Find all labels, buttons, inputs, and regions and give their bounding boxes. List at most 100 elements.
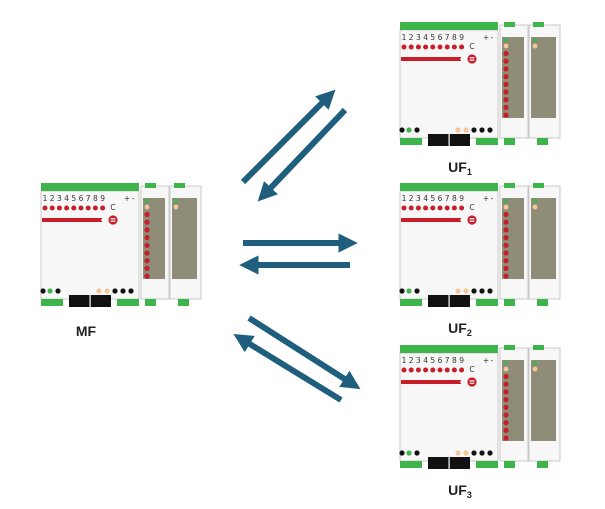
expansion-led-green <box>504 199 508 203</box>
terminal-number: 2 <box>409 33 414 42</box>
bottom-led <box>112 288 118 294</box>
expansion-rail-top <box>533 183 544 188</box>
device-label-uf1: UF1 <box>448 159 472 177</box>
expansion-led-green <box>145 199 149 203</box>
input-led <box>64 205 70 211</box>
terminal-number: 8 <box>452 33 457 42</box>
expansion-rail-bottom <box>504 299 515 306</box>
expansion-led-red <box>144 258 150 264</box>
expansion-panel <box>531 360 556 441</box>
terminal-number: 5 <box>430 33 435 42</box>
bottom-led <box>399 127 405 133</box>
polarity-label: - <box>132 194 135 203</box>
brand-logo-stripe <box>469 380 475 382</box>
bottom-clip-right <box>117 299 139 306</box>
expansion-led-red <box>503 397 509 403</box>
bottom-led <box>40 288 46 294</box>
input-led <box>423 367 429 373</box>
expansion-panel <box>531 198 556 279</box>
bottom-led <box>487 450 493 456</box>
arrow-uf1-to-mf <box>257 107 348 202</box>
terminal-number: 5 <box>430 194 435 203</box>
bottom-led <box>455 127 461 133</box>
expansion-led-orange <box>503 43 509 49</box>
common-label: C <box>110 203 115 212</box>
expansion-led-orange <box>503 366 509 372</box>
bottom-led <box>399 450 405 456</box>
terminal-number: 6 <box>438 194 443 203</box>
input-led <box>42 205 48 211</box>
device-label-text: MF <box>76 323 97 339</box>
input-led <box>408 205 414 211</box>
expansion-panel <box>172 198 197 279</box>
bottom-clip-left <box>41 299 63 306</box>
expansion-led-red <box>503 112 509 118</box>
expansion-led-red <box>144 219 150 225</box>
expansion-led-red <box>503 435 509 441</box>
terminal-number: 2 <box>409 356 414 365</box>
brand-logo-stripe <box>469 218 475 220</box>
terminal-number: 7 <box>445 194 450 203</box>
terminal-number: 2 <box>409 194 414 203</box>
input-led <box>459 205 465 211</box>
input-led <box>415 367 421 373</box>
arrow-mf-to-uf1 <box>240 89 336 185</box>
expansion-led-red <box>503 235 509 241</box>
expansion-rail-top <box>504 22 515 27</box>
bottom-led <box>47 288 53 294</box>
terminal-number: 3 <box>416 194 421 203</box>
status-bar <box>401 218 461 222</box>
expansion-led-green <box>174 199 178 203</box>
bottom-led <box>455 288 461 294</box>
input-led <box>459 367 465 373</box>
expansion-led-red <box>144 273 150 279</box>
input-led <box>444 44 450 50</box>
bottom-clip-right <box>476 461 498 468</box>
brand-logo-stripe <box>110 218 116 220</box>
expansion-led-red <box>503 58 509 64</box>
input-led <box>85 205 91 211</box>
input-led <box>415 44 421 50</box>
expansion-led-red <box>503 265 509 271</box>
terminal-number: 8 <box>93 194 98 203</box>
expansion-led-red <box>503 381 509 387</box>
expansion-led-red <box>503 219 509 225</box>
terminal-number: 9 <box>459 194 464 203</box>
expansion-led-red <box>503 50 509 57</box>
terminal-number: 4 <box>423 356 428 365</box>
bottom-led <box>471 127 477 133</box>
expansion-led-red <box>503 427 509 433</box>
terminal-number: 5 <box>71 194 76 203</box>
device-label-text: UF <box>448 320 467 336</box>
terminal-number: 6 <box>438 33 443 42</box>
bottom-led <box>406 127 412 133</box>
terminal-number: 2 <box>50 194 55 203</box>
terminal-number: 4 <box>64 194 69 203</box>
arrow-mf-to-uf3 <box>247 315 361 390</box>
arrow-uf3-to-mf <box>233 333 343 403</box>
expansion-led-red <box>503 242 509 248</box>
bottom-clip-left <box>400 138 422 145</box>
device-label-subscript: 1 <box>467 167 472 177</box>
bottom-led <box>414 288 420 294</box>
polarity-label: + <box>483 33 489 42</box>
status-bar <box>42 218 102 222</box>
top-rail <box>41 183 139 191</box>
expansion-led-red <box>503 373 509 380</box>
polarity-label: - <box>491 356 494 365</box>
terminal-number: 7 <box>86 194 91 203</box>
input-led <box>401 44 407 50</box>
expansion-led-orange <box>532 204 538 210</box>
expansion-led-red <box>144 211 150 218</box>
input-led <box>451 205 457 211</box>
bottom-clip-right <box>476 299 498 306</box>
polarity-label: - <box>491 194 494 203</box>
expansion-led-red <box>144 235 150 241</box>
device-label-text: UF <box>448 159 467 175</box>
bus-connector-divider <box>448 457 450 469</box>
input-led <box>423 205 429 211</box>
